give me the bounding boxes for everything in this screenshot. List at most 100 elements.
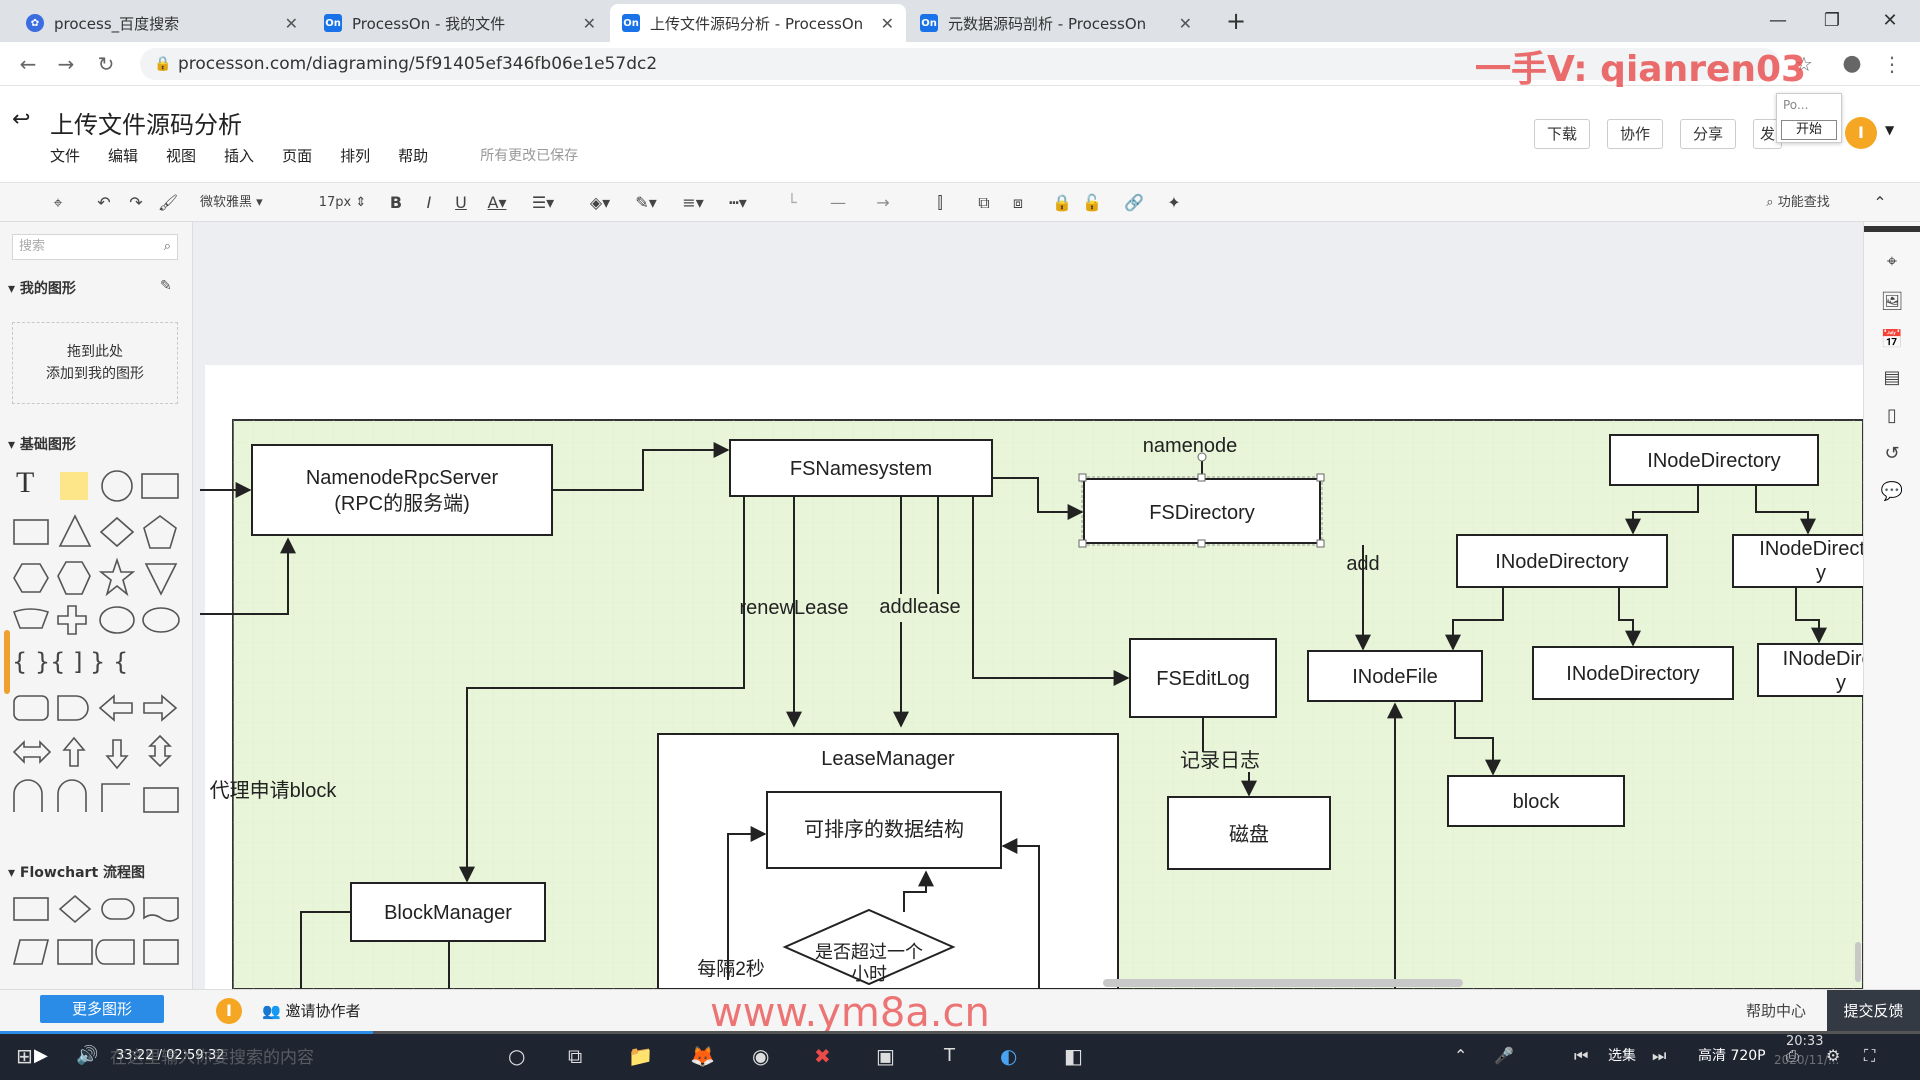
magic-wand-icon[interactable]: ✦ bbox=[1167, 193, 1181, 212]
close-window-icon[interactable]: ✕ bbox=[1882, 10, 1898, 31]
banner-shape-icon[interactable] bbox=[12, 608, 50, 629]
collapse-icon[interactable]: ⌃ bbox=[1873, 193, 1887, 212]
image-icon[interactable]: 🖼 bbox=[1880, 291, 1904, 312]
note-shape-icon[interactable] bbox=[60, 472, 88, 500]
history-icon[interactable]: ↺ bbox=[1884, 443, 1900, 464]
text-shape-icon[interactable]: T bbox=[16, 466, 34, 499]
unlock-icon[interactable]: 🔓 bbox=[1082, 193, 1102, 212]
back-arrow-icon[interactable]: ↩ bbox=[12, 107, 31, 132]
mic-icon[interactable]: 🎤 bbox=[1494, 1046, 1514, 1065]
profile-icon[interactable]: ● bbox=[1842, 51, 1862, 76]
download-button[interactable]: 下载 bbox=[1534, 119, 1591, 149]
browser-menu-icon[interactable]: ⋮ bbox=[1882, 52, 1902, 76]
browser-tab-active[interactable]: On 上传文件源码分析 - ProcessOn ✕ bbox=[610, 4, 906, 42]
node-block[interactable] bbox=[1447, 775, 1625, 827]
connector-icon[interactable]: └ bbox=[787, 193, 797, 212]
node-fsnamesystem[interactable] bbox=[729, 439, 993, 497]
episode-select-button[interactable]: 选集 bbox=[1608, 1048, 1636, 1064]
node-decision-hour[interactable] bbox=[782, 908, 956, 986]
menu-page[interactable]: 页面 bbox=[282, 147, 313, 165]
resize-handle[interactable] bbox=[1078, 539, 1087, 548]
node-blockmanager[interactable] bbox=[350, 882, 546, 942]
terminator-shape-icon[interactable] bbox=[101, 898, 135, 920]
volume-icon[interactable]: 🔊 bbox=[76, 1045, 99, 1066]
star-shape-icon[interactable] bbox=[98, 557, 136, 597]
resize-handle[interactable] bbox=[1078, 473, 1087, 482]
menu-insert[interactable]: 插入 bbox=[224, 147, 255, 165]
line-start-icon[interactable]: — bbox=[830, 193, 846, 212]
ellipse-shape-icon[interactable] bbox=[142, 607, 180, 633]
url-field[interactable]: 🔒 processon.com/diagraming/5f91405ef346f… bbox=[140, 48, 1780, 80]
chevron-down-icon[interactable]: ▼ bbox=[1885, 123, 1895, 137]
predefined-shape-icon[interactable] bbox=[57, 939, 93, 965]
bring-front-icon[interactable]: ⧉ bbox=[978, 193, 990, 212]
browser-tab[interactable]: ✿ process_百度搜索 ✕ bbox=[14, 4, 310, 42]
close-tab-icon[interactable]: ✕ bbox=[1178, 13, 1192, 33]
edge[interactable] bbox=[1795, 588, 1827, 644]
edge[interactable] bbox=[1202, 718, 1249, 795]
down-triangle-shape-icon[interactable] bbox=[144, 563, 178, 596]
double-arrow-shape-icon[interactable] bbox=[12, 740, 52, 764]
circle-shape-icon[interactable] bbox=[101, 470, 133, 502]
line-end-icon[interactable]: → bbox=[876, 193, 890, 212]
font-family-select[interactable]: 微软雅黑 ▾ bbox=[200, 195, 263, 210]
edge[interactable] bbox=[459, 497, 745, 883]
page-icon[interactable]: ▯ bbox=[1887, 405, 1897, 426]
progress-track[interactable] bbox=[0, 1031, 1920, 1034]
quality-select[interactable]: 高清 720P bbox=[1698, 1048, 1766, 1064]
chrome-icon[interactable]: ◉ bbox=[752, 1044, 770, 1068]
underline-icon[interactable]: U bbox=[455, 193, 467, 212]
browser-tab[interactable]: On ProcessOn - 我的文件 ✕ bbox=[324, 13, 596, 33]
brush-icon[interactable]: 🖌 bbox=[157, 193, 179, 212]
basic-shapes-grid[interactable]: T { }{ ] } { bbox=[0, 460, 190, 900]
minimize-icon[interactable]: — bbox=[1769, 10, 1787, 31]
edge[interactable] bbox=[1755, 486, 1816, 535]
page-title[interactable]: 上传文件源码分析 bbox=[50, 111, 242, 139]
tray-chevron-icon[interactable]: ⌃ bbox=[1454, 1046, 1468, 1065]
data-shape-icon[interactable] bbox=[12, 939, 50, 965]
hexagon-shape-icon[interactable] bbox=[13, 563, 49, 593]
menu-file[interactable]: 文件 bbox=[50, 147, 81, 165]
settings-icon[interactable]: ⚙ bbox=[1826, 1046, 1841, 1065]
redo-icon[interactable]: ↷ bbox=[129, 193, 143, 212]
fullscreen-icon[interactable]: ⛶ bbox=[1864, 1046, 1876, 1065]
collaborator-avatar[interactable]: I bbox=[216, 998, 242, 1024]
prev-icon[interactable]: ⏮ bbox=[1574, 1046, 1589, 1065]
close-tab-icon[interactable]: ✕ bbox=[284, 13, 298, 33]
document-shape-icon[interactable] bbox=[143, 897, 179, 922]
file-explorer-icon[interactable]: 📁 bbox=[628, 1044, 653, 1068]
pages-icon[interactable]: ▤ bbox=[1883, 367, 1901, 388]
menu-edit[interactable]: 编辑 bbox=[108, 147, 139, 165]
horizontal-scrollbar[interactable] bbox=[1103, 979, 1463, 987]
flowchart-shapes-grid[interactable] bbox=[0, 890, 190, 986]
font-size-select[interactable]: 17px ⇕ bbox=[318, 195, 367, 210]
shape-search-input[interactable]: 搜索 ⌕ bbox=[12, 234, 178, 260]
cloud-shape-icon[interactable] bbox=[99, 606, 135, 634]
edge[interactable] bbox=[903, 870, 934, 912]
close-tab-icon[interactable]: ✕ bbox=[582, 13, 596, 33]
corner-shape-icon[interactable] bbox=[101, 783, 130, 812]
delay-shape-icon[interactable] bbox=[57, 695, 89, 721]
rounded-rect-shape-icon[interactable] bbox=[13, 695, 49, 721]
avatar[interactable]: I bbox=[1845, 117, 1877, 149]
edge[interactable] bbox=[1445, 588, 1504, 651]
function-search[interactable]: ⌕ 功能查找 bbox=[1766, 195, 1830, 210]
rectangle-shape-icon[interactable] bbox=[141, 473, 179, 499]
edge[interactable] bbox=[300, 911, 351, 989]
edge[interactable] bbox=[1001, 838, 1040, 989]
more-shapes-button[interactable]: 更多图形 bbox=[40, 995, 164, 1023]
node-inodedirectory-c[interactable] bbox=[1532, 646, 1734, 700]
left-arrow-shape-icon[interactable] bbox=[98, 694, 133, 722]
updown-arrow-shape-icon[interactable] bbox=[148, 734, 172, 768]
search-icon[interactable]: ⌕ bbox=[163, 239, 171, 254]
triangle-shape-icon[interactable] bbox=[58, 514, 92, 547]
vertical-scrollbar[interactable] bbox=[1855, 942, 1861, 982]
typora-icon[interactable]: T bbox=[944, 1045, 955, 1066]
browser-tab[interactable]: On 元数据源码剖析 - ProcessOn ✕ bbox=[920, 13, 1192, 33]
section-basic-shapes[interactable]: ▾ 基础图形 bbox=[8, 437, 76, 453]
align-icon[interactable]: ☰▾ bbox=[531, 193, 555, 212]
new-tab-button[interactable]: + bbox=[1225, 7, 1247, 35]
fill-color-icon[interactable]: ◈▾ bbox=[589, 193, 611, 212]
scrollbar[interactable] bbox=[4, 630, 10, 694]
xmind-icon[interactable]: ✖ bbox=[814, 1044, 831, 1068]
